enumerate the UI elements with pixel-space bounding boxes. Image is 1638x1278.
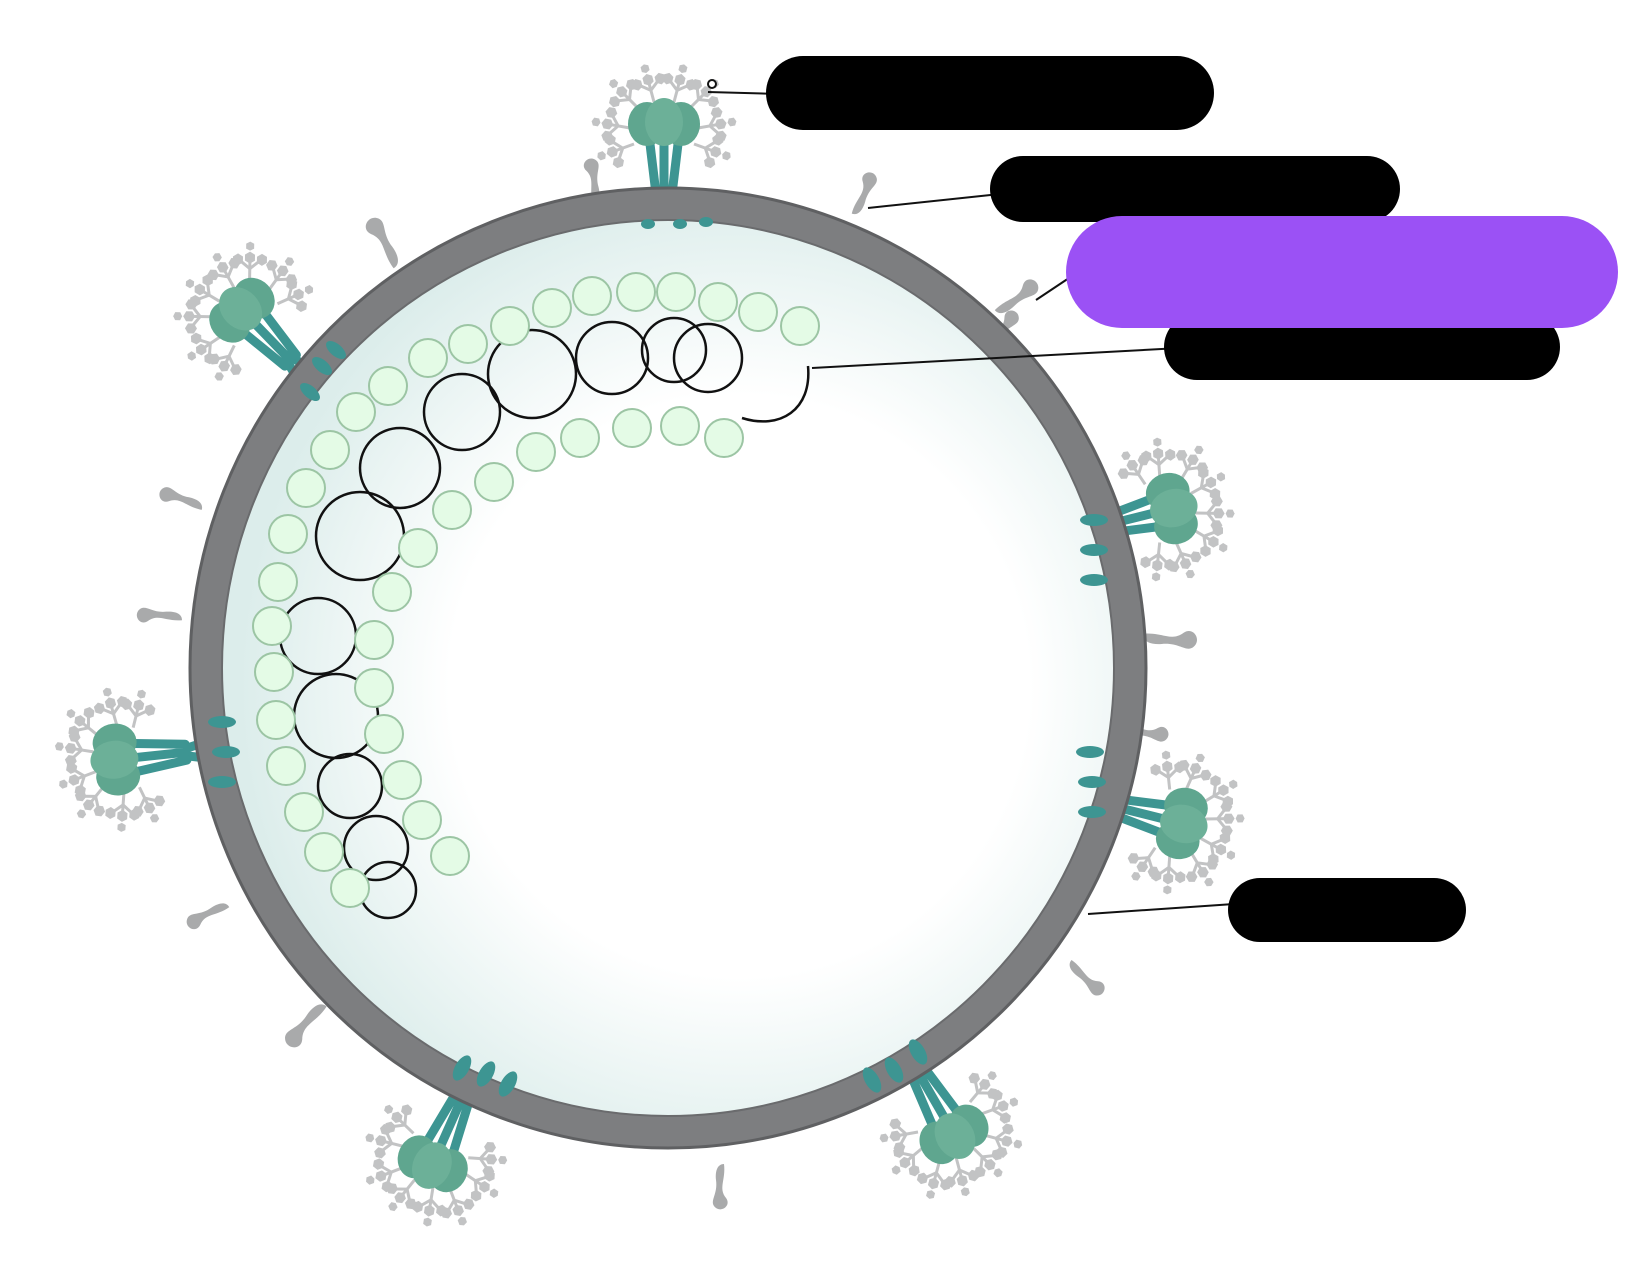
label-pill-highlighted <box>1066 216 1618 328</box>
membrane-protein <box>1064 957 1108 999</box>
label-pill-nucleocapsid <box>1164 314 1560 380</box>
label-pill-glycoprotein <box>766 56 1214 130</box>
leader-line-membrane-protein <box>867 193 1001 209</box>
leader-line-nucleocapsid <box>811 347 1181 369</box>
membrane-protein <box>1142 629 1198 650</box>
membrane-protein <box>848 170 880 218</box>
leader-line-highlighted <box>1035 275 1073 301</box>
membrane-protein <box>157 485 206 514</box>
leader-lines <box>707 79 1235 915</box>
membrane-protein <box>136 607 183 624</box>
membrane-protein <box>281 997 330 1051</box>
label-pill-membrane-protein <box>990 156 1400 222</box>
rna-genome <box>278 316 810 920</box>
membrane-protein <box>712 1164 728 1210</box>
membrane-protein <box>362 214 406 271</box>
label-pill-envelope <box>1228 878 1466 942</box>
viral-interior <box>221 219 1115 1117</box>
leader-line-envelope <box>1087 903 1235 915</box>
membrane-protein <box>184 897 232 932</box>
spike-inner-anchors <box>208 217 1108 1097</box>
label-pills <box>766 56 1618 942</box>
nucleocapsid-beads <box>252 272 820 908</box>
